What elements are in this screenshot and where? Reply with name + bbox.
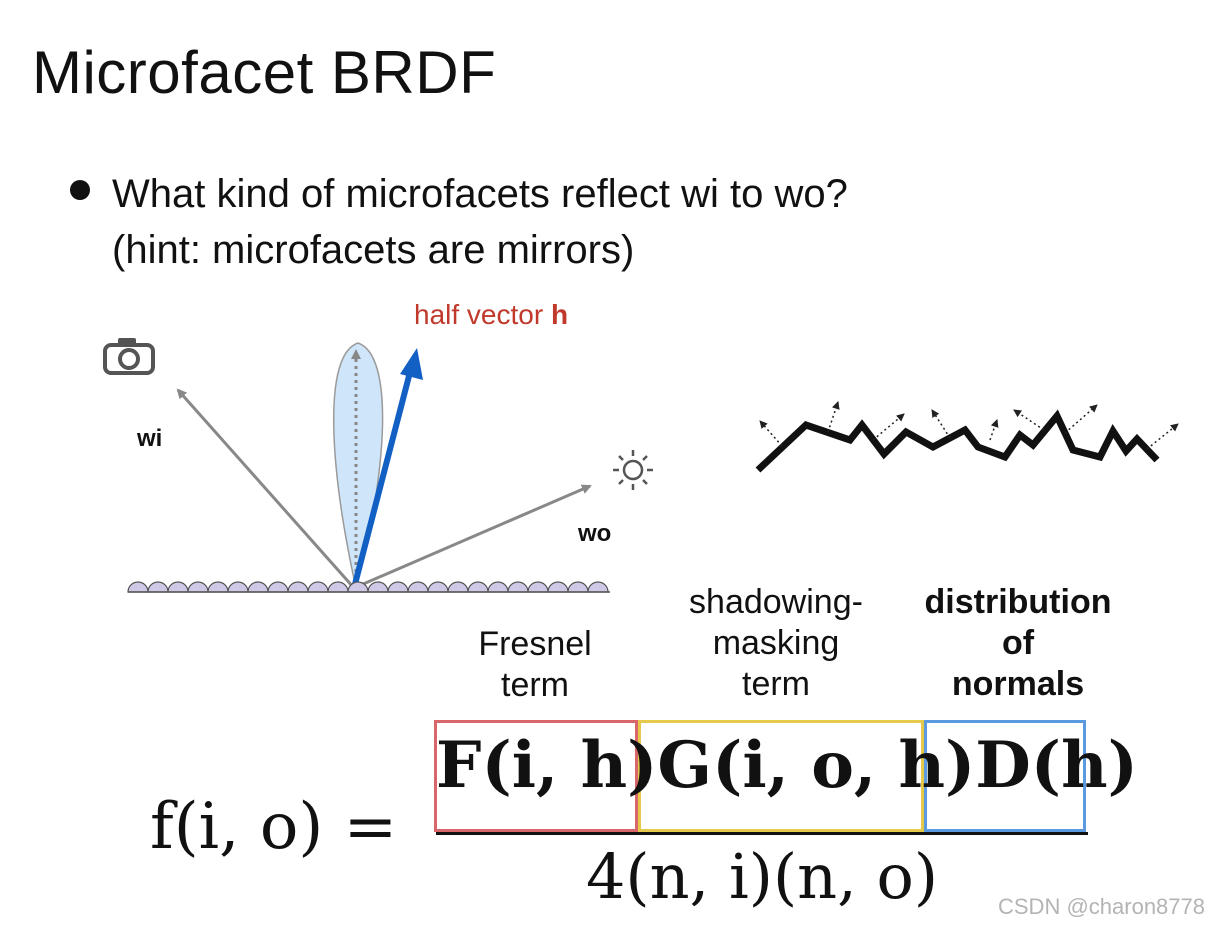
surface-bump: [307, 581, 329, 593]
shadowing-label-line-3: term: [742, 665, 810, 703]
shadowing-masking-term-label: shadowing- masking term: [660, 582, 892, 705]
fresnel-term: F(i, h): [436, 728, 658, 803]
half-vector-arrow: [351, 375, 412, 589]
distribution-term: D(h): [975, 728, 1138, 803]
surface-bump: [127, 581, 149, 593]
surface-bump: [367, 581, 389, 593]
distribution-label-line-3: normals: [951, 665, 1085, 703]
slide-title: Microfacet BRDF: [32, 39, 497, 106]
surface-bump: [267, 581, 289, 593]
shadowing-term-box: [638, 720, 924, 832]
equation-numerator: F(i, h)G(i, o, h)D(h): [436, 728, 1138, 803]
surface-bump: [207, 581, 229, 593]
wi-ray: [176, 388, 356, 589]
surface-bump: [487, 581, 509, 593]
wo-label: wo: [577, 520, 611, 547]
reflection-lobe: [332, 342, 384, 589]
surface-bump: [467, 581, 489, 593]
facet-normal-arrows: [759, 401, 1179, 450]
surface-bump: [547, 581, 569, 593]
surface-bump: [407, 581, 429, 593]
distribution-label-line-1: distribution: [924, 583, 1112, 621]
fresnel-label-line-2: term: [501, 666, 569, 704]
surface-bump: [287, 581, 309, 593]
zigzag-microsurface: [755, 409, 1160, 473]
fresnel-term-label: Fresnel term: [450, 624, 620, 706]
wi-label: wi: [136, 425, 162, 452]
surface-bump: [327, 581, 349, 593]
bullet-text-line-1: What kind of microfacets reflect wi to w…: [112, 172, 848, 216]
sun-icon: [613, 450, 653, 490]
microsurface-bumps: [127, 581, 610, 593]
distribution-label-line-2: of: [1001, 624, 1035, 662]
equation-denominator: 4(n, i)(n, o): [585, 840, 939, 913]
surface-bump: [387, 581, 409, 593]
watermark: CSDN @charon8778: [998, 894, 1205, 919]
half-vector-label: half vector h: [414, 299, 568, 330]
shadowing-term: G(i, o, h): [657, 728, 976, 803]
bullet-text-line-2: (hint: microfacets are mirrors): [112, 228, 635, 272]
half-vector-arrowhead: [400, 348, 423, 380]
equation-lhs: f(i, o) =: [150, 790, 398, 864]
shadowing-label-line-2: masking: [712, 624, 840, 662]
fresnel-label-line-1: Fresnel: [478, 625, 592, 663]
surface-bump: [187, 581, 209, 593]
fraction-bar: [436, 832, 1088, 835]
wo-ray: [353, 484, 592, 590]
surface-bump: [527, 581, 549, 593]
surface-bump: [447, 581, 469, 593]
surface-bump: [587, 581, 609, 593]
surface-bump: [147, 581, 169, 593]
surface-bump: [227, 581, 249, 593]
distribution-term-box: [924, 720, 1086, 832]
shadowing-label-line-1: shadowing-: [689, 583, 863, 621]
surface-bump: [247, 581, 269, 593]
bullet-dot-icon: [70, 180, 90, 200]
surface-bump: [567, 581, 589, 593]
surface-bump: [427, 581, 449, 593]
distribution-of-normals-label: distribution of normals: [900, 582, 1136, 705]
fresnel-term-box: [434, 720, 638, 832]
surface-bump: [507, 581, 529, 593]
surface-bump: [167, 581, 189, 593]
camera-icon: [103, 338, 155, 375]
